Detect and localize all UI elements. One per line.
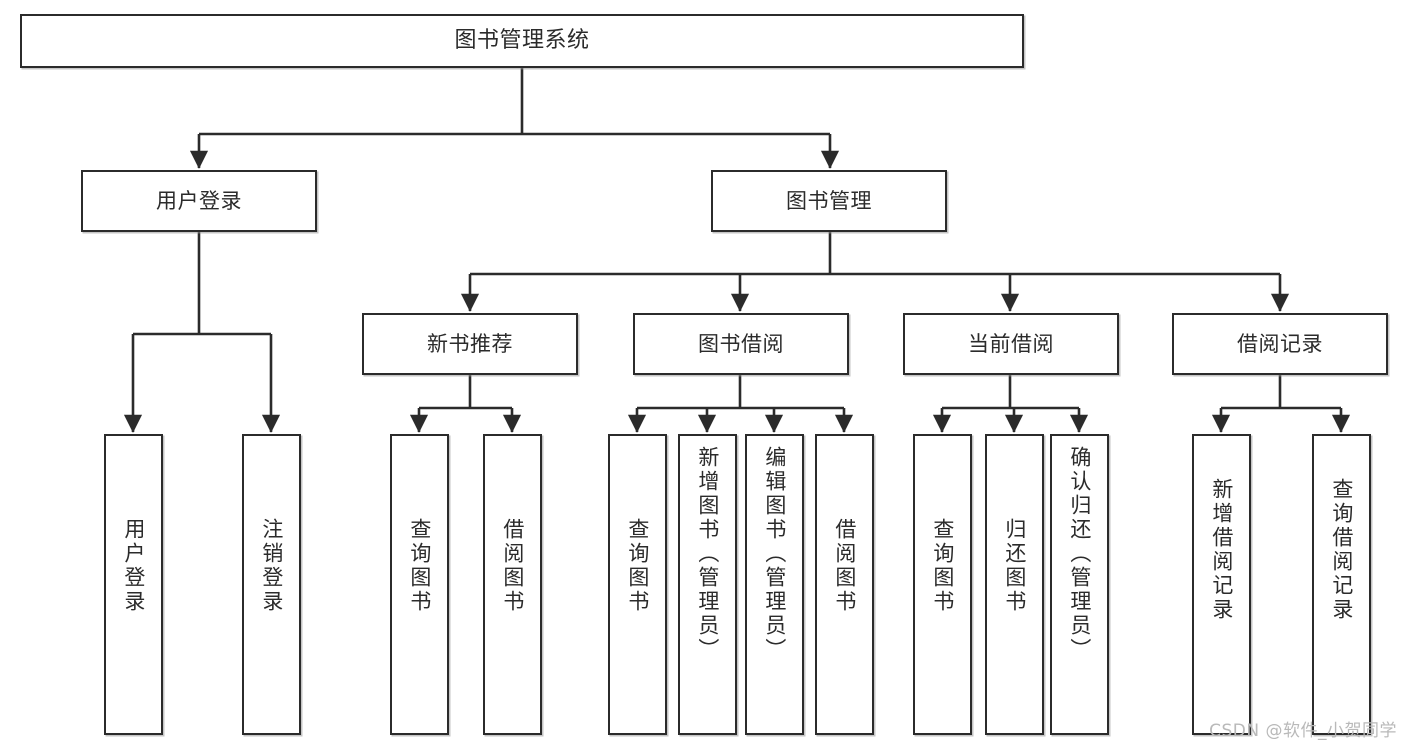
node-book-borrow-label: 图书借阅 <box>698 331 784 356</box>
node-new-book-rec-label: 新书推荐 <box>427 331 513 356</box>
node-leaf-add-book[interactable]: 新增图书（管理员） <box>678 434 737 735</box>
node-user-login-label: 用户登录 <box>156 188 242 213</box>
node-leaf-borrow-book-2[interactable]: 借阅图书 <box>815 434 874 735</box>
node-leaf-logout[interactable]: 注销登录 <box>242 434 301 735</box>
node-book-borrow[interactable]: 图书借阅 <box>633 313 849 375</box>
node-leaf-query-book-1-label: 查询图书 <box>407 518 432 614</box>
node-leaf-query-book-2[interactable]: 查询图书 <box>608 434 667 735</box>
node-leaf-query-book-2-label: 查询图书 <box>625 518 650 614</box>
node-root[interactable]: 图书管理系统 <box>20 14 1024 68</box>
node-book-manage-label: 图书管理 <box>786 188 872 213</box>
node-leaf-return-book[interactable]: 归还图书 <box>985 434 1044 735</box>
node-root-label: 图书管理系统 <box>454 28 590 54</box>
csdn-watermark: CSDN @软件_小贺同学 <box>1209 721 1397 741</box>
node-user-login[interactable]: 用户登录 <box>81 170 317 232</box>
node-leaf-query-book-1[interactable]: 查询图书 <box>390 434 449 735</box>
node-leaf-add-record-label: 新增借阅记录 <box>1209 478 1234 622</box>
node-book-manage[interactable]: 图书管理 <box>711 170 947 232</box>
node-leaf-query-book-3[interactable]: 查询图书 <box>913 434 972 735</box>
node-borrow-record-label: 借阅记录 <box>1237 331 1323 356</box>
node-leaf-user-login-label: 用户登录 <box>121 518 146 614</box>
node-leaf-edit-book[interactable]: 编辑图书（管理员） <box>745 434 804 735</box>
node-leaf-confirm-return[interactable]: 确认归还（管理员） <box>1050 434 1109 735</box>
node-leaf-edit-book-label: 编辑图书（管理员） <box>762 446 787 662</box>
node-current-borrow[interactable]: 当前借阅 <box>903 313 1119 375</box>
node-current-borrow-label: 当前借阅 <box>968 331 1054 356</box>
node-leaf-logout-label: 注销登录 <box>259 518 284 614</box>
node-leaf-add-record[interactable]: 新增借阅记录 <box>1192 434 1251 735</box>
node-new-book-rec[interactable]: 新书推荐 <box>362 313 578 375</box>
node-leaf-query-record[interactable]: 查询借阅记录 <box>1312 434 1371 735</box>
node-borrow-record[interactable]: 借阅记录 <box>1172 313 1388 375</box>
node-leaf-query-book-3-label: 查询图书 <box>930 518 955 614</box>
node-leaf-query-record-label: 查询借阅记录 <box>1329 478 1354 622</box>
node-leaf-confirm-return-label: 确认归还（管理员） <box>1067 446 1092 662</box>
node-leaf-borrow-book-1[interactable]: 借阅图书 <box>483 434 542 735</box>
node-leaf-user-login[interactable]: 用户登录 <box>104 434 163 735</box>
node-leaf-borrow-book-2-label: 借阅图书 <box>832 518 857 614</box>
node-leaf-borrow-book-1-label: 借阅图书 <box>500 518 525 614</box>
node-leaf-add-book-label: 新增图书（管理员） <box>695 446 720 662</box>
node-leaf-return-book-label: 归还图书 <box>1002 518 1027 614</box>
